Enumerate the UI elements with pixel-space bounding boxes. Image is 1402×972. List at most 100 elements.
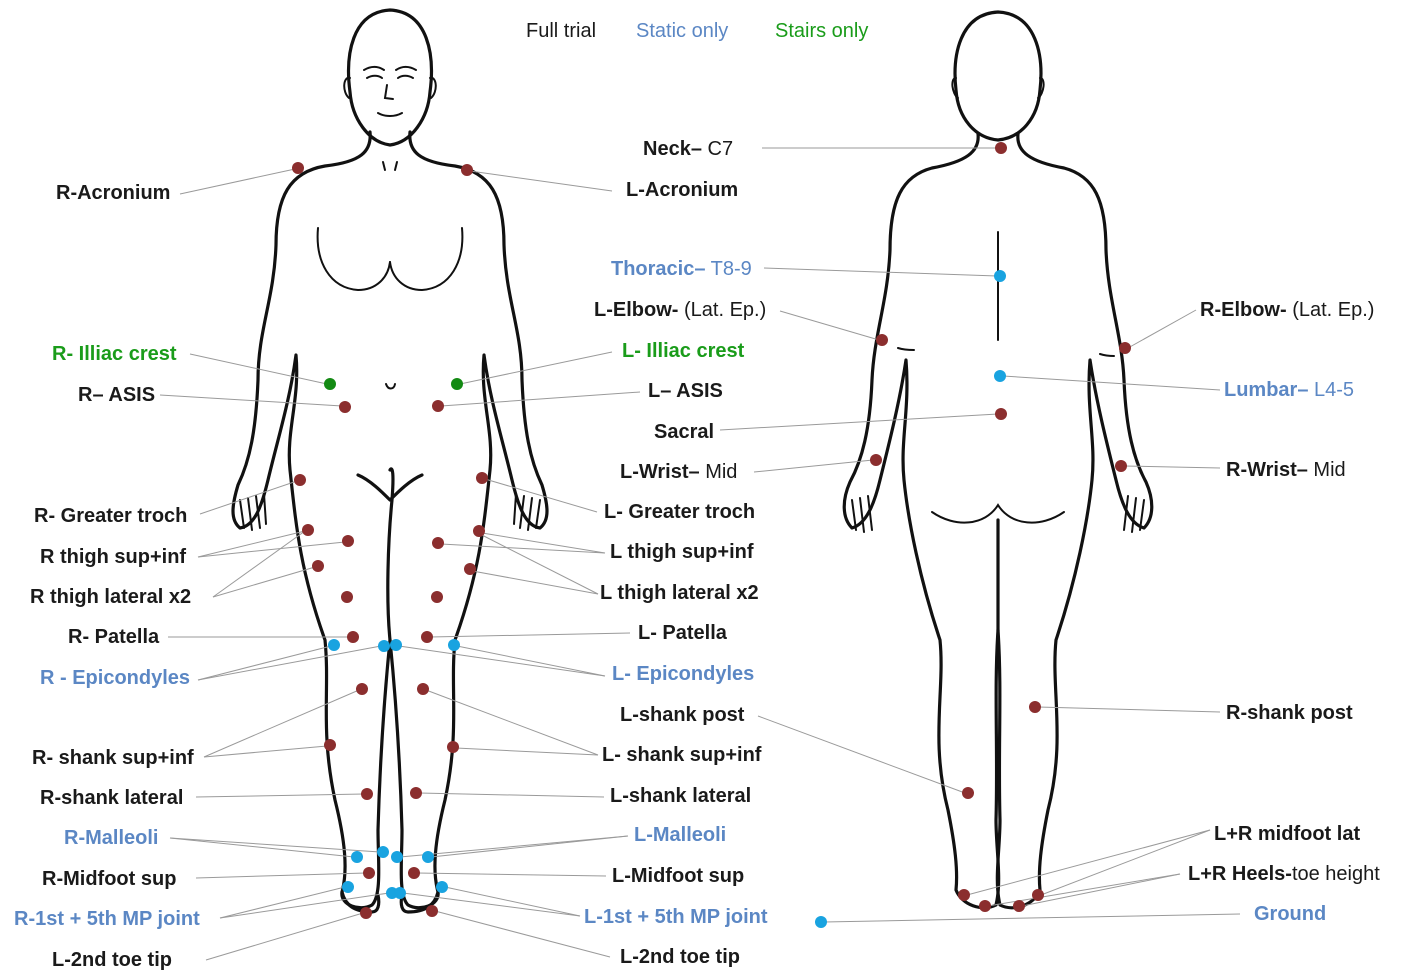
- label-l-patella: L- Patella: [638, 622, 728, 644]
- leader-line: [1003, 376, 1220, 390]
- label-r-elbow: R-Elbow- (Lat. Ep.): [1200, 299, 1374, 321]
- leader-line: [400, 836, 628, 857]
- marker-l-elbow: [876, 334, 888, 346]
- marker-r-thigh-sup: [342, 535, 354, 547]
- label-r-shank-sup-inf: R- shank sup+inf: [32, 747, 194, 769]
- marker-l-wrist: [870, 454, 882, 466]
- marker-r-thigh-lateral-2: [312, 560, 324, 572]
- leader-line: [457, 646, 605, 676]
- label-r-acronium: R-Acronium: [56, 182, 170, 204]
- label-r-midfoot-sup: R-Midfoot sup: [42, 868, 176, 890]
- marker-l-mp-joint-1: [394, 887, 406, 899]
- marker-l-epicondyle-lat: [448, 639, 460, 651]
- marker-thoracic-t8-9: [994, 270, 1006, 282]
- leader-line: [213, 567, 315, 597]
- leader-line: [780, 311, 879, 340]
- marker-r-shank-lateral: [361, 788, 373, 800]
- legend-full-trial: Full trial: [526, 20, 596, 42]
- label-r-thigh-lateral: R thigh lateral x2: [30, 586, 191, 608]
- marker-l-midfoot-sup: [408, 867, 420, 879]
- label-l-epicondyles: L- Epicondyles: [612, 663, 754, 685]
- leader-line: [720, 414, 998, 430]
- marker-r-midfoot-sup: [363, 867, 375, 879]
- marker-l-midfoot-lat: [958, 889, 970, 901]
- label-lr-heels-toe-height: L+R Heels-toe height: [1188, 863, 1380, 885]
- marker-lumbar-l4-5: [994, 370, 1006, 382]
- label-sacral: Sacral: [654, 421, 714, 443]
- label-lr-midfoot-lat: L+R midfoot lat: [1214, 823, 1360, 845]
- marker-l-shank-sup: [417, 683, 429, 695]
- leader-line: [196, 873, 366, 878]
- marker-l-shank-inf: [447, 741, 459, 753]
- leader-line: [198, 646, 331, 680]
- label-r-illiac-crest: R- Illiac crest: [52, 343, 177, 365]
- label-l-mp-joint: L-1st + 5th MP joint: [584, 906, 768, 928]
- leader-line: [417, 873, 606, 876]
- label-l-wrist: L-Wrist– Mid: [620, 461, 737, 483]
- marker-r-acronium: [292, 162, 304, 174]
- marker-sacral: [995, 408, 1007, 420]
- label-r-thigh-sup-inf: R thigh sup+inf: [40, 546, 186, 568]
- leader-line: [824, 914, 1240, 922]
- label-l-malleoli: L-Malleoli: [634, 824, 726, 846]
- label-r-asis: R– ASIS: [78, 384, 155, 406]
- label-l-shank-post: L-shank post: [620, 704, 745, 726]
- leader-line: [170, 838, 380, 852]
- marker-r-wrist: [1115, 460, 1127, 472]
- front-body-outline: [233, 10, 547, 912]
- label-l-2nd-toe-tip: L-2nd toe tip: [620, 946, 740, 968]
- leader-line: [399, 646, 605, 676]
- label-r-mp-joint: R-1st + 5th MP joint: [14, 908, 200, 930]
- label-l-shank-sup-inf: L- shank sup+inf: [602, 744, 762, 766]
- leader-line: [180, 169, 295, 194]
- marker-l-shank-post: [962, 787, 974, 799]
- legend-stairs-only: Stairs only: [775, 20, 868, 42]
- marker-r-malleolus-lat: [351, 851, 363, 863]
- leader-line: [170, 838, 354, 857]
- leader-line: [1022, 874, 1180, 906]
- marker-l-thigh-lateral-1: [473, 525, 485, 537]
- leader-line: [1038, 707, 1220, 712]
- label-r-shank-lateral: R-shank lateral: [40, 787, 183, 809]
- marker-l-mp-joint-5: [436, 881, 448, 893]
- label-r-shank-post: R-shank post: [1226, 702, 1353, 724]
- label-r-greater-troch: R- Greater troch: [34, 505, 187, 527]
- marker-l-thigh-sup: [432, 537, 444, 549]
- leader-line: [198, 531, 305, 557]
- label-l-acronium: L-Acronium: [626, 179, 738, 201]
- label-r-wrist: R-Wrist– Mid: [1226, 459, 1346, 481]
- marker-l-thigh-inf: [431, 591, 443, 603]
- leader-line: [967, 830, 1210, 895]
- marker-r-shank-sup: [356, 683, 368, 695]
- leader-line: [456, 748, 598, 755]
- label-r-malleoli: R-Malleoli: [64, 827, 158, 849]
- leader-line: [467, 570, 598, 594]
- marker-r-shank-inf: [324, 739, 336, 751]
- marker-r-illiac-crest: [324, 378, 336, 390]
- marker-l-malleolus-med: [391, 851, 403, 863]
- legend-static-only: Static only: [636, 20, 728, 42]
- label-ground: Ground: [1254, 903, 1326, 925]
- label-l-elbow: L-Elbow- (Lat. Ep.): [594, 299, 766, 321]
- marker-r-2nd-toe-tip: [360, 907, 372, 919]
- marker-l-acronium: [461, 164, 473, 176]
- label-neck-c7: Neck– C7: [643, 138, 733, 160]
- marker-r-epicondyle-lat: [328, 639, 340, 651]
- marker-r-elbow: [1119, 342, 1131, 354]
- leader-line: [764, 268, 997, 276]
- marker-r-greater-troch: [294, 474, 306, 486]
- marker-r-epicondyle-med: [378, 640, 390, 652]
- label-r-2nd-toe-tip: L-2nd toe tip: [52, 949, 172, 971]
- marker-l-2nd-toe-tip: [426, 905, 438, 917]
- marker-r-patella: [347, 631, 359, 643]
- marker-l-shank-lateral: [410, 787, 422, 799]
- leader-line: [1128, 310, 1196, 348]
- leader-line: [196, 794, 364, 797]
- marker-r-thigh-inf: [341, 591, 353, 603]
- label-l-asis: L– ASIS: [648, 380, 723, 402]
- marker-r-shank-post: [1029, 701, 1041, 713]
- marker-neck-c7: [995, 142, 1007, 154]
- label-l-shank-lateral: L-shank lateral: [610, 785, 751, 807]
- leader-line: [204, 746, 327, 757]
- marker-r-heel: [1013, 900, 1025, 912]
